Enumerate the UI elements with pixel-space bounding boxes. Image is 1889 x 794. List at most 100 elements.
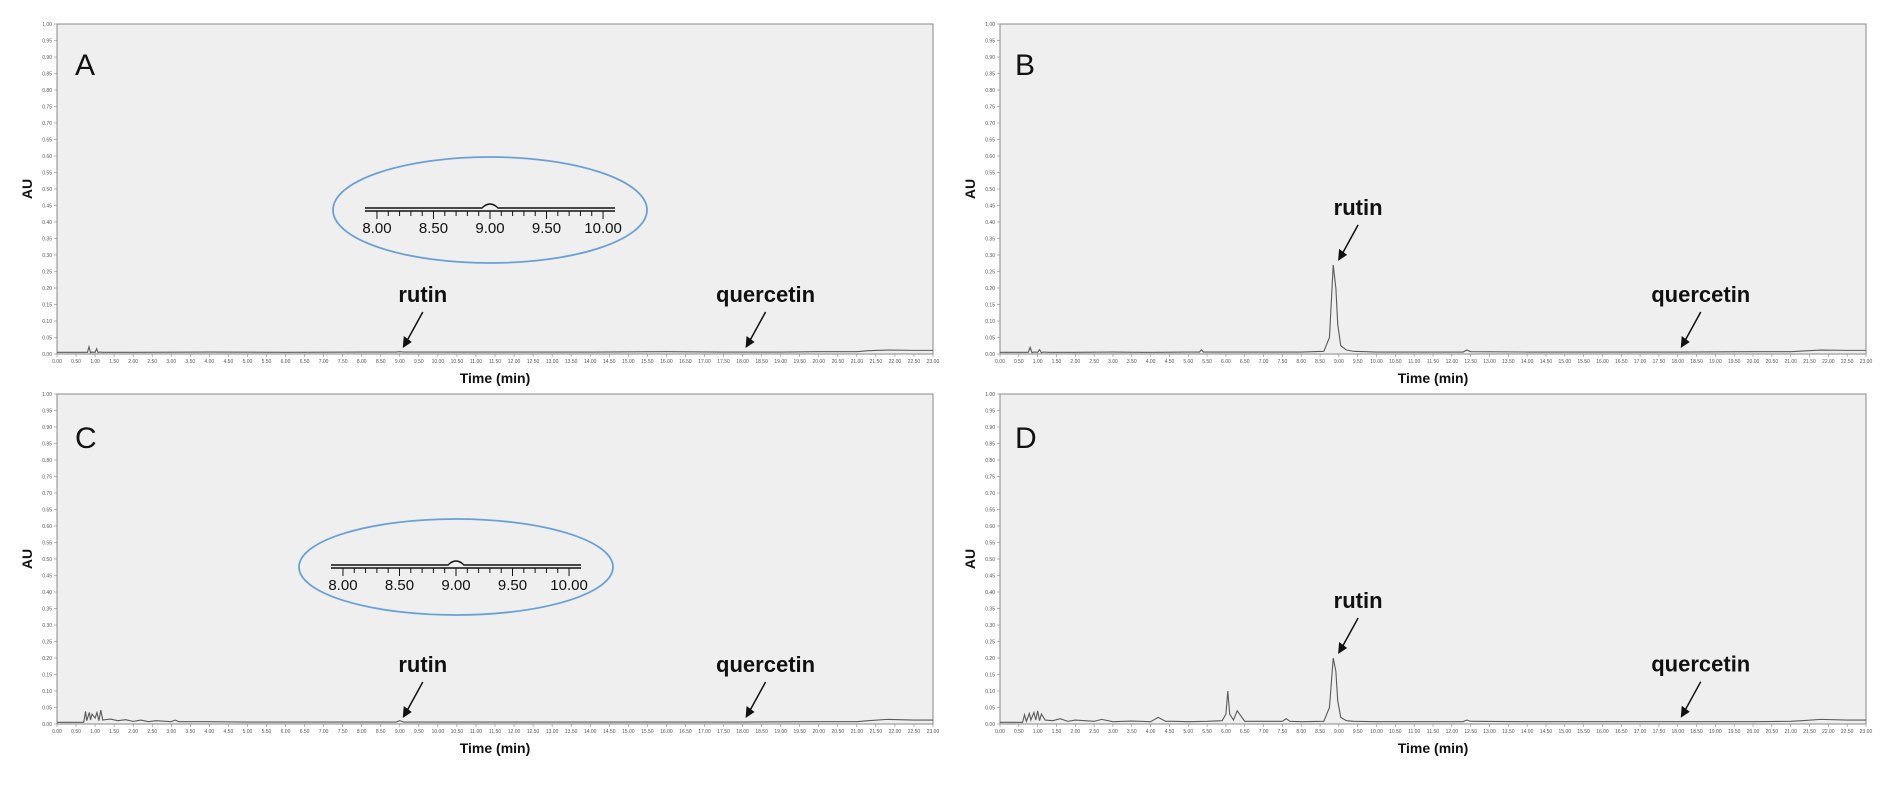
y-tick-label: 0.80	[42, 458, 52, 464]
y-tick-label: 0.05	[42, 705, 52, 711]
x-tick-label: 17.50	[1653, 729, 1666, 735]
x-tick-label: 13.00	[1483, 729, 1496, 735]
y-tick-label: 0.30	[985, 253, 995, 259]
y-tick-label: 0.00	[985, 722, 995, 728]
x-tick-label: 11.00	[470, 729, 482, 735]
y-axis-title: AU	[962, 549, 978, 569]
annotation-quercetin: quercetin	[1651, 282, 1750, 307]
x-tick-label: 9.00	[1334, 359, 1344, 365]
x-tick-label: 20.50	[1766, 359, 1779, 365]
y-tick-label: 0.05	[985, 335, 995, 341]
x-tick-label: 23.00	[1860, 729, 1873, 735]
y-tick-label: 0.75	[42, 474, 52, 480]
y-tick-label: 1.00	[985, 392, 995, 398]
x-tick-label: 18.50	[755, 729, 768, 735]
x-tick-label: 10.50	[1389, 359, 1402, 365]
x-tick-label: 16.00	[660, 729, 673, 735]
y-tick-label: 0.95	[985, 408, 995, 414]
annotation-arrowhead	[1680, 336, 1690, 349]
x-tick-label: 15.00	[622, 729, 635, 735]
inset-ellipse	[298, 518, 614, 616]
y-tick-label: 0.35	[985, 606, 995, 612]
x-tick-label: 6.50	[300, 359, 310, 365]
y-axis-title: AU	[962, 179, 978, 199]
x-tick-label: 2.00	[1070, 729, 1080, 735]
x-tick-label: 22.00	[889, 729, 902, 735]
y-tick-label: 0.90	[985, 55, 995, 61]
x-tick-label: 10.00	[1370, 729, 1383, 735]
y-tick-label: 0.45	[42, 573, 52, 579]
x-tick-label: 6.00	[281, 359, 291, 365]
x-tick-label: 9.00	[395, 359, 405, 365]
annotation-quercetin: quercetin	[716, 282, 815, 307]
annotation-rutin: rutin	[1334, 195, 1383, 220]
y-tick-label: 0.35	[42, 606, 52, 612]
x-tick-label: 21.00	[851, 359, 864, 365]
y-tick-label: 0.70	[985, 121, 995, 127]
y-tick-label: 0.90	[985, 425, 995, 431]
x-tick-label: 7.50	[338, 729, 348, 735]
x-tick-label: 14.00	[1521, 359, 1534, 365]
x-tick-label: 16.50	[679, 729, 692, 735]
x-tick-label: 14.50	[603, 359, 616, 365]
x-tick-label: 19.00	[774, 729, 787, 735]
x-tick-label: 20.50	[832, 359, 845, 365]
y-tick-label: 0.90	[42, 55, 52, 61]
x-tick-label: 14.50	[603, 729, 616, 735]
x-tick-label: 8.50	[376, 359, 386, 365]
x-tick-label: 23.00	[927, 359, 940, 365]
x-tick-label: 11.50	[489, 729, 501, 735]
panel-letter: C	[75, 422, 97, 455]
y-tick-label: 0.20	[42, 286, 52, 292]
x-tick-label: 4.50	[224, 729, 234, 735]
y-tick-label: 0.80	[985, 458, 995, 464]
y-tick-label: 0.00	[42, 352, 52, 358]
annotation-arrow	[747, 681, 767, 714]
y-tick-label: 0.10	[42, 689, 52, 695]
y-tick-label: 0.45	[42, 203, 52, 209]
x-tick-label: 10.00	[432, 729, 445, 735]
annotation-rutin: rutin	[398, 652, 447, 677]
x-tick-label: 5.50	[1202, 359, 1212, 365]
plot-area	[999, 23, 1867, 355]
inset-tick-label: 8.00	[328, 577, 357, 594]
y-tick-label: 0.80	[985, 88, 995, 94]
x-tick-label: 20.50	[1766, 729, 1779, 735]
annotation-arrow	[1683, 311, 1702, 344]
y-tick-label: 1.00	[985, 22, 995, 28]
annotation-arrowhead	[1338, 248, 1348, 261]
x-tick-label: 1.00	[90, 729, 100, 735]
chart-panel-d: 0.000.050.100.150.200.250.300.350.400.45…	[962, 392, 1872, 756]
y-tick-label: 0.25	[42, 269, 52, 275]
y-tick-label: 0.00	[985, 352, 995, 358]
panel-letter: B	[1015, 49, 1035, 82]
x-tick-label: 10.50	[451, 359, 464, 365]
x-tick-label: 11.00	[1408, 359, 1420, 365]
y-tick-label: 0.25	[42, 639, 52, 645]
x-tick-label: 17.50	[717, 729, 730, 735]
x-tick-label: 0.00	[52, 359, 62, 365]
chromatogram-trace	[57, 344, 933, 354]
x-tick-label: 19.50	[793, 729, 806, 735]
x-tick-label: 14.00	[1521, 729, 1534, 735]
x-tick-label: 7.00	[1259, 359, 1269, 365]
x-tick-label: 11.00	[1408, 729, 1420, 735]
annotation-arrow	[405, 311, 424, 344]
y-tick-label: 0.70	[985, 491, 995, 497]
x-tick-label: 17.00	[1634, 359, 1647, 365]
x-tick-label: 1.50	[1052, 729, 1062, 735]
x-tick-label: 23.00	[1860, 359, 1873, 365]
x-tick-label: 13.50	[565, 359, 578, 365]
x-tick-label: 13.50	[1502, 729, 1515, 735]
x-tick-label: 4.00	[204, 359, 214, 365]
plot-area	[56, 393, 934, 725]
y-tick-label: 0.15	[42, 672, 52, 678]
annotation-arrowhead	[745, 336, 755, 349]
x-tick-label: 11.00	[470, 359, 482, 365]
annotation-quercetin: quercetin	[716, 652, 815, 677]
x-tick-label: 6.00	[1221, 359, 1231, 365]
x-tick-label: 22.50	[908, 729, 921, 735]
y-tick-label: 0.30	[42, 253, 52, 259]
